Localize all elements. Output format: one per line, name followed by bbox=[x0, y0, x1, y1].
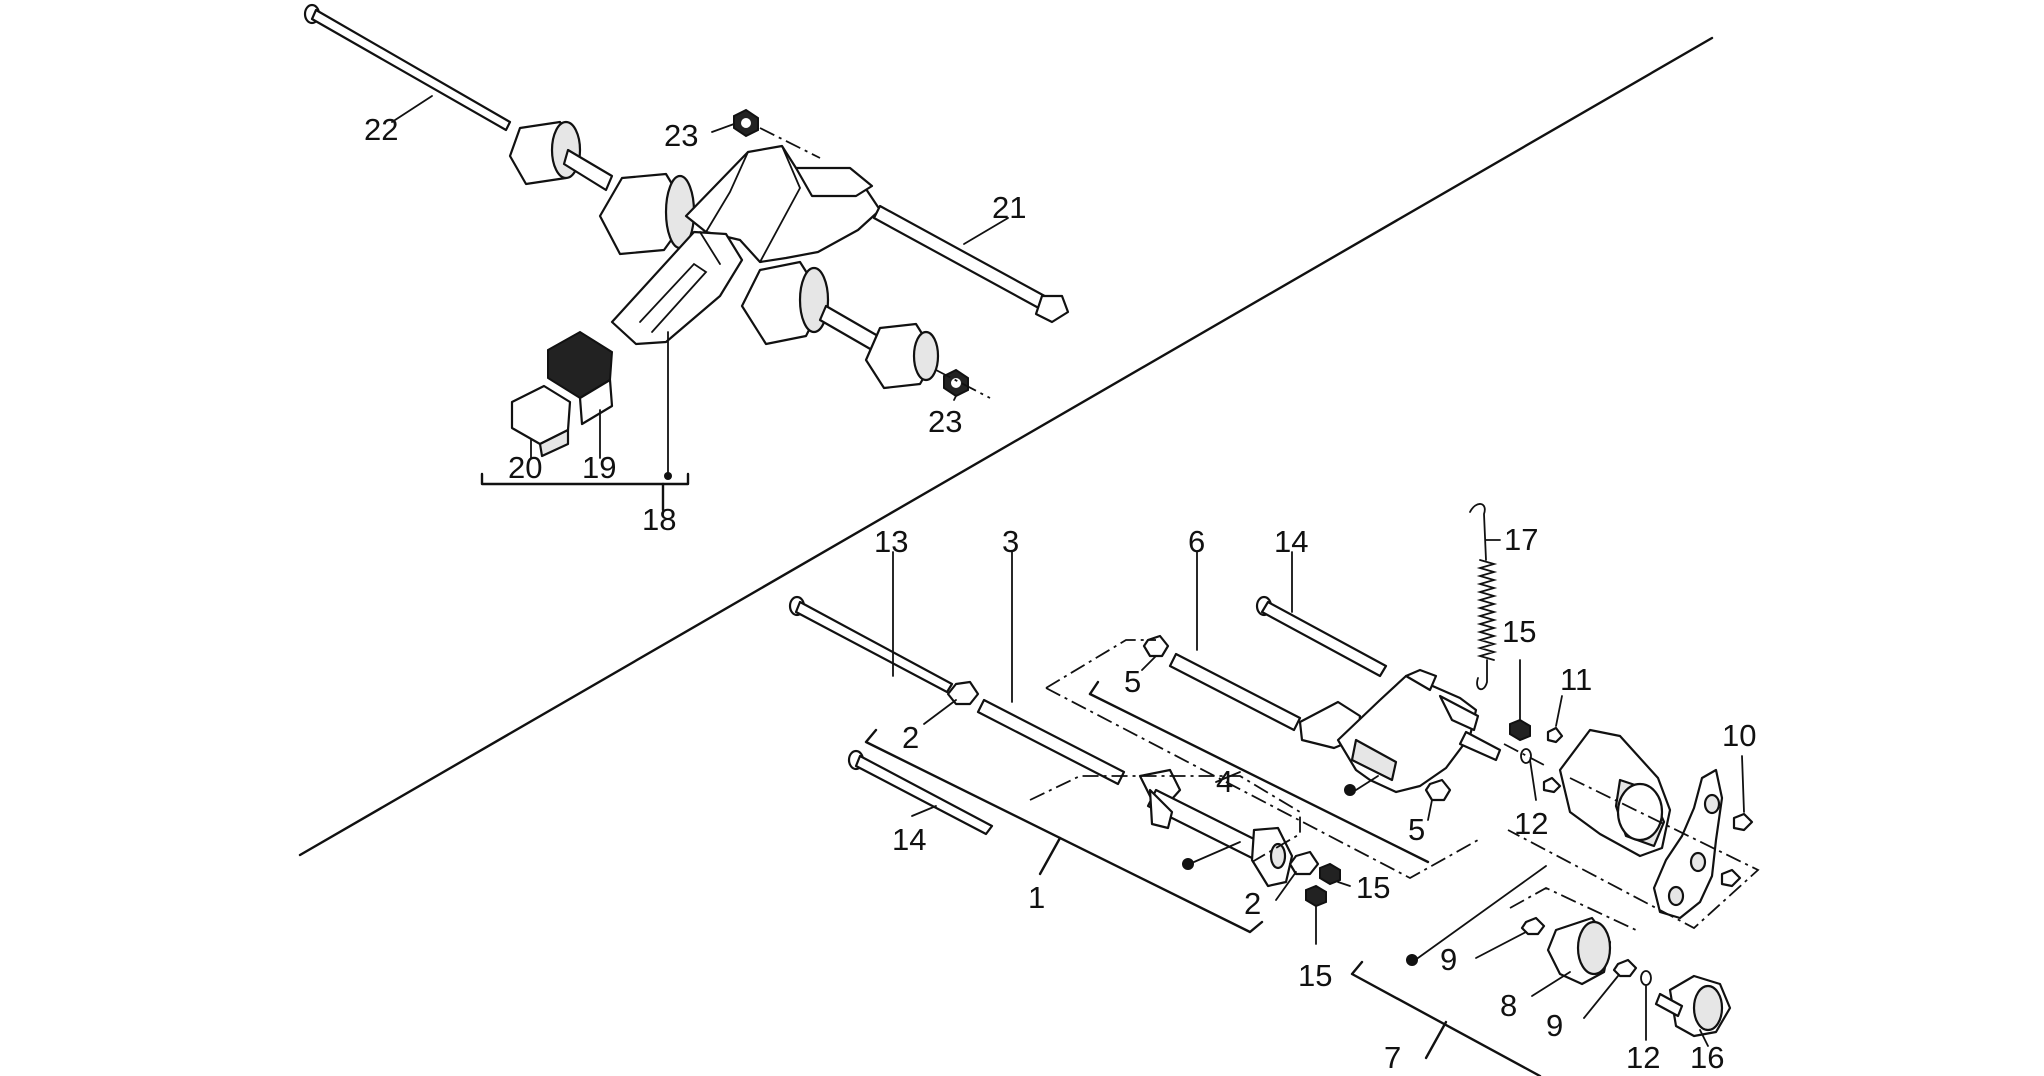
callout-15-mid: 15 bbox=[1356, 870, 1390, 905]
washer-part-12-bottom bbox=[1640, 970, 1652, 986]
bracket-plate bbox=[1542, 728, 1672, 858]
bolt-part-10 bbox=[1732, 812, 1754, 832]
callout-17: 17 bbox=[1504, 522, 1538, 557]
pivot-shaft-part-1 bbox=[1138, 768, 1294, 888]
yoke-arm-part-21 bbox=[684, 144, 882, 264]
lower-assembly bbox=[391, 95, 1760, 1076]
bushing-part-5-top bbox=[1142, 634, 1170, 658]
side-plate-part-10 bbox=[1652, 768, 1724, 920]
rod-part-3 bbox=[976, 698, 1126, 786]
nut-part-23-bottom bbox=[935, 368, 991, 399]
bracket-group-7 bbox=[1350, 960, 1542, 1076]
callout-10: 10 bbox=[1722, 718, 1756, 753]
washer-part-12-top bbox=[1520, 748, 1532, 764]
rod-part-21 bbox=[872, 204, 1070, 324]
callout-5-bottom: 5 bbox=[1408, 812, 1425, 847]
callout-14-top: 14 bbox=[1274, 524, 1308, 559]
lower-boss bbox=[740, 260, 830, 346]
callout-14-bottom: 14 bbox=[892, 822, 926, 857]
callout-15-top: 15 bbox=[1502, 614, 1536, 649]
callout-21: 21 bbox=[992, 190, 1026, 225]
callout-15-bottom: 15 bbox=[1298, 958, 1332, 993]
callout-3: 3 bbox=[1002, 524, 1019, 559]
callout-7: 7 bbox=[1384, 1040, 1401, 1075]
callout-8: 8 bbox=[1500, 988, 1517, 1023]
rod-part-14-lower bbox=[847, 749, 994, 836]
rod-part-6 bbox=[1168, 652, 1302, 732]
callout-1: 1 bbox=[1028, 880, 1045, 915]
bushing-part-2-left bbox=[946, 680, 980, 706]
callout-16: 16 bbox=[1690, 1040, 1724, 1075]
callout-11: 11 bbox=[1560, 662, 1592, 697]
nut-part-15-a bbox=[1319, 862, 1341, 886]
callout-2-right: 2 bbox=[1244, 886, 1261, 921]
spring-part-17 bbox=[1469, 503, 1498, 691]
callout-12-top: 12 bbox=[1514, 806, 1548, 841]
callout-13: 13 bbox=[874, 524, 908, 559]
cap-part-16 bbox=[1654, 974, 1732, 1038]
bracket-group-5 bbox=[1045, 639, 1479, 880]
pad-part-19 bbox=[547, 330, 614, 426]
callout-9-right: 9 bbox=[1546, 1008, 1563, 1043]
callout-23-bottom: 23 bbox=[928, 404, 962, 439]
bushing-part-5-bottom bbox=[1424, 778, 1452, 802]
callout-20: 20 bbox=[508, 450, 542, 485]
nut-part-15-b bbox=[1305, 884, 1327, 908]
bracket-group-8 bbox=[1509, 886, 1637, 931]
bracket-group-10 bbox=[1507, 777, 1760, 930]
rod-part-22 bbox=[303, 3, 512, 132]
rod-part-14-upper bbox=[1255, 595, 1388, 678]
bolt-part-11 bbox=[1546, 726, 1564, 744]
pad-part-20 bbox=[510, 384, 572, 458]
roller-left bbox=[508, 120, 614, 192]
callout-4: 4 bbox=[1216, 764, 1233, 799]
lever-arm-part-18 bbox=[610, 230, 744, 346]
nut-part-23-top bbox=[733, 108, 821, 159]
bracket-part-lever bbox=[1298, 668, 1502, 794]
callout-19: 19 bbox=[582, 450, 616, 485]
roller-right bbox=[818, 304, 940, 390]
bracket-group-18 bbox=[480, 472, 690, 486]
washer-part-9-b bbox=[1612, 958, 1638, 978]
hub-boss bbox=[598, 172, 696, 256]
callout-5-top: 5 bbox=[1124, 664, 1141, 699]
callout-6: 6 bbox=[1188, 524, 1205, 559]
callout-labels: 22 23 21 23 20 19 18 13 3 6 14 17 15 11 … bbox=[364, 112, 1756, 1075]
callout-18: 18 bbox=[642, 502, 676, 537]
nut-part-15-top bbox=[1509, 718, 1531, 742]
section-divider-line bbox=[298, 36, 1714, 857]
washer-part-9-a bbox=[1520, 916, 1546, 936]
bracket-group-1 bbox=[864, 728, 1264, 934]
roller-part-8 bbox=[1546, 916, 1612, 986]
upper-assembly bbox=[303, 3, 1070, 512]
bushing-part-2-right bbox=[1288, 850, 1320, 876]
callout-12-bottom: 12 bbox=[1626, 1040, 1660, 1075]
callout-23-top: 23 bbox=[664, 118, 698, 153]
callout-9-left: 9 bbox=[1440, 942, 1457, 977]
rod-part-13 bbox=[788, 595, 954, 694]
callout-22: 22 bbox=[364, 112, 398, 147]
callout-2-left: 2 bbox=[902, 720, 919, 755]
